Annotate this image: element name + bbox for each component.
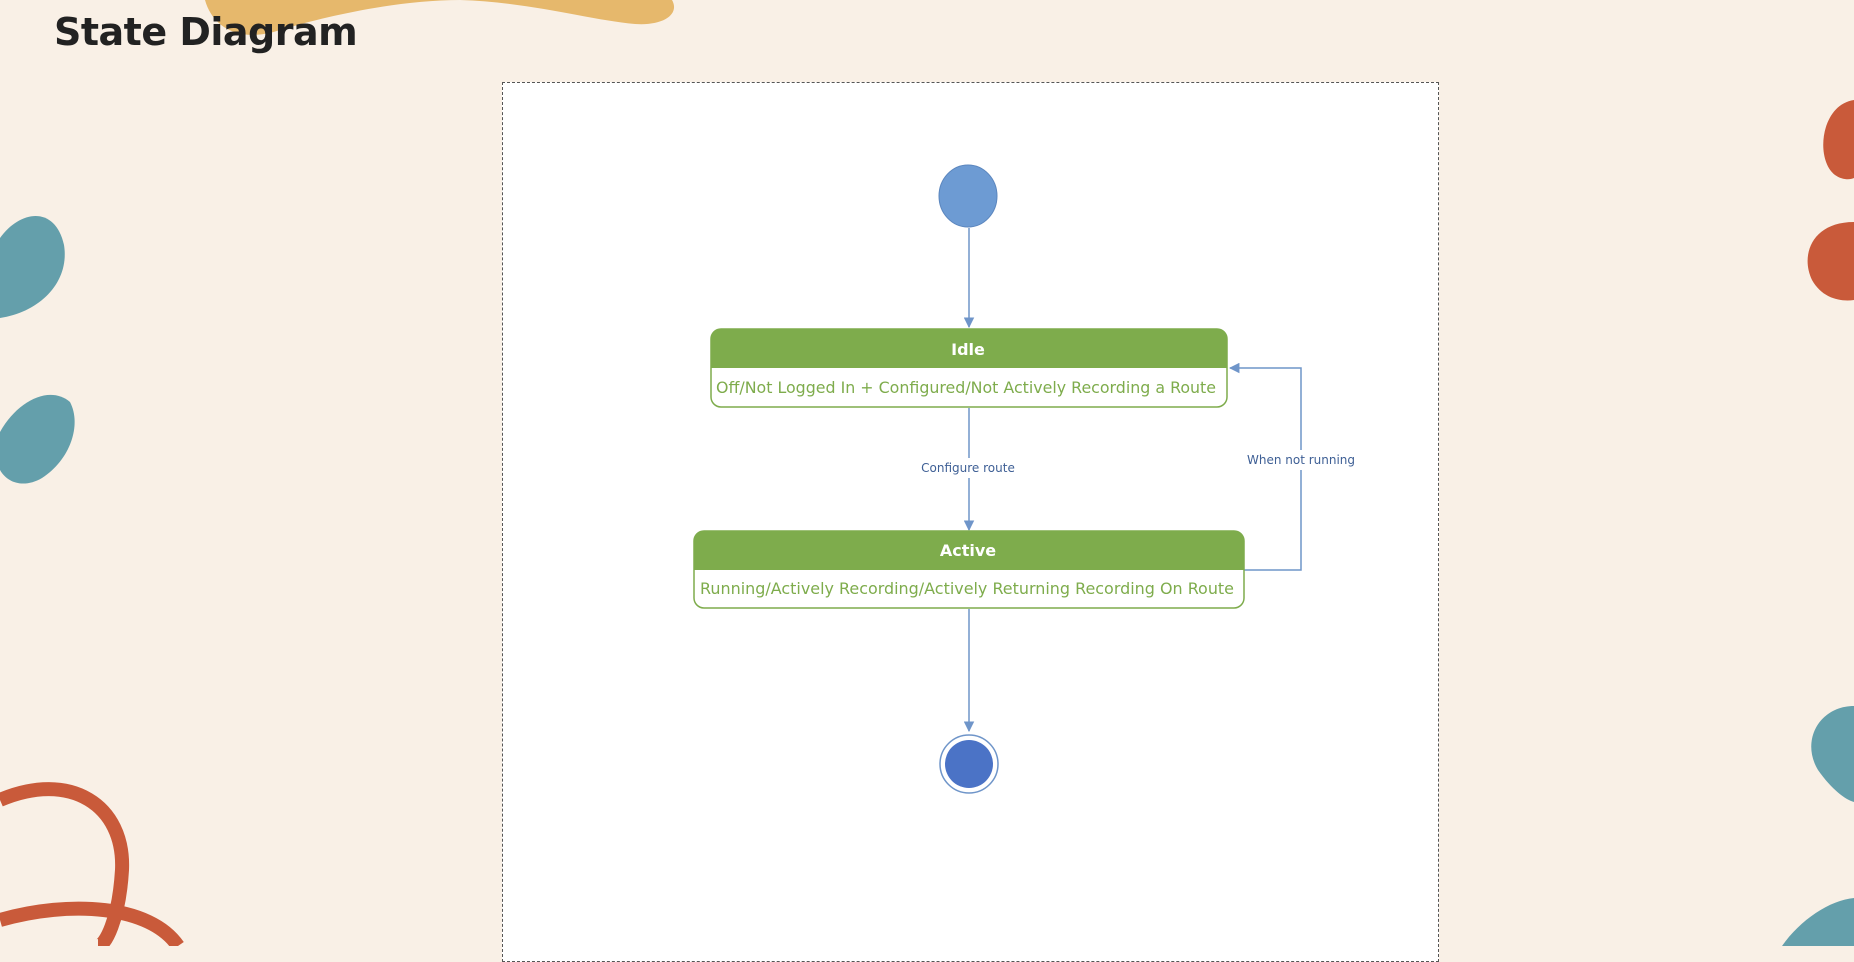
final-state-node [939, 734, 999, 794]
state-active-name: Active [940, 541, 996, 560]
state-active-description: Running/Actively Recording/Actively Retu… [700, 579, 1234, 598]
orange-loop-decoration [0, 782, 130, 946]
teal-blob-decoration [0, 394, 75, 484]
transition-label-when-not-running: When not running [1247, 453, 1355, 467]
slide-title: State Diagram [54, 10, 358, 54]
state-idle-name: Idle [951, 340, 985, 359]
yellow-blob-decoration [205, 0, 675, 35]
teal-blob-decoration [0, 215, 65, 318]
orange-blob-decoration [1807, 222, 1854, 301]
state-idle: Idle Off/Not Logged In + Configured/Not … [710, 328, 1228, 408]
state-active: Active Running/Actively Recording/Active… [693, 530, 1245, 609]
orange-blob-decoration [1823, 100, 1854, 180]
orange-loop-decoration [0, 901, 184, 946]
teal-blob-decoration [1811, 706, 1854, 802]
teal-blob-decoration [1782, 898, 1854, 946]
transition-label-configure-route: Configure route [921, 461, 1015, 475]
state-idle-description: Off/Not Logged In + Configured/Not Activ… [716, 378, 1216, 397]
initial-state-node [938, 164, 998, 228]
